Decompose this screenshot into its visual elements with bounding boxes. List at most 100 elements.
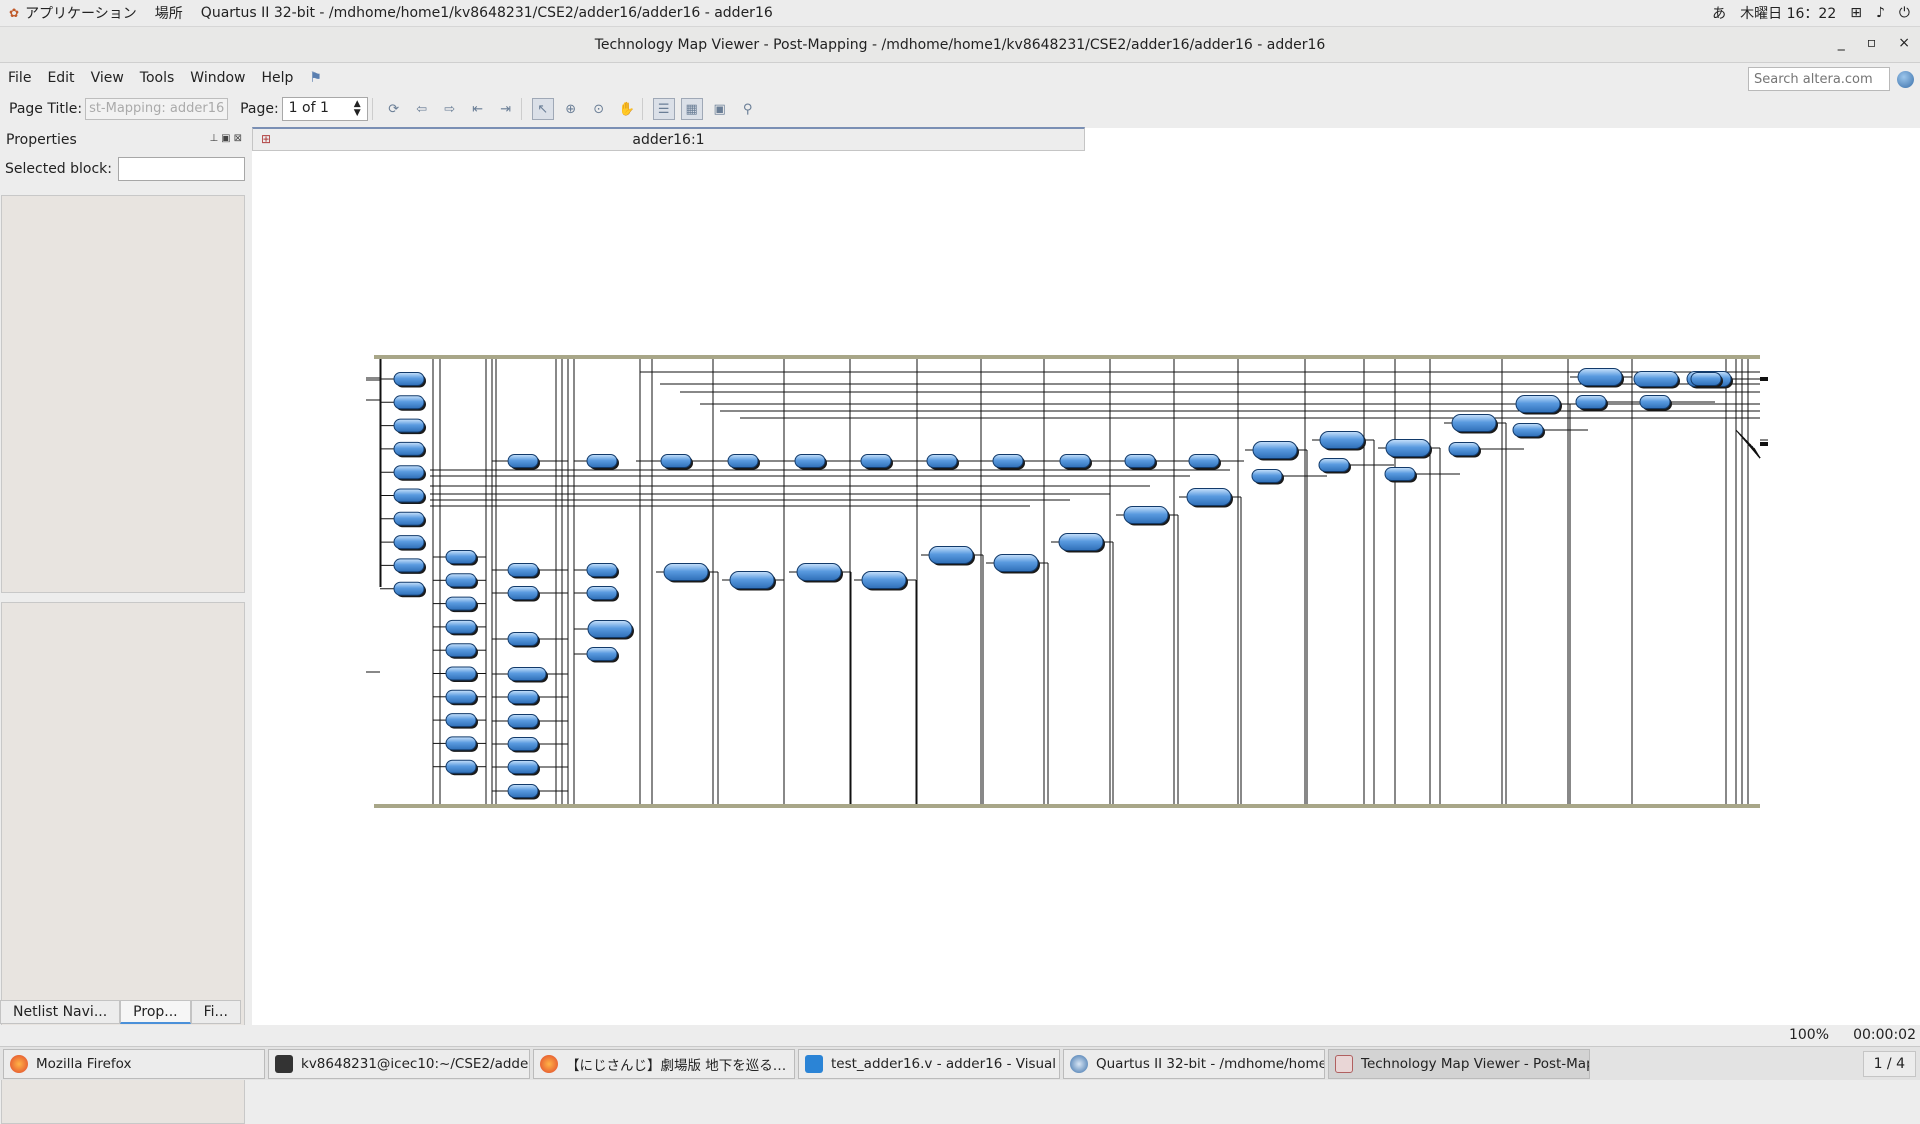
apps-menu[interactable]: ✿ アプリケーション [0,3,146,23]
task-vscode[interactable]: test_adder16.v - adder16 - Visual S… [798,1048,1060,1079]
selection-tool-icon[interactable]: ↖ [531,98,554,120]
logic-cell[interactable] [1512,423,1544,437]
logic-cell[interactable] [1451,414,1497,432]
logic-cell[interactable] [926,454,958,468]
logic-cell[interactable] [507,667,547,681]
logic-cell[interactable] [1575,395,1607,409]
page-spinner[interactable]: 1 of 1 ▲▼ [281,97,368,121]
logic-cell[interactable] [1385,439,1431,457]
logic-cell[interactable] [1690,372,1722,386]
logic-cell[interactable] [660,454,692,468]
logic-cell[interactable] [445,736,477,751]
logic-cell[interactable] [1384,467,1416,481]
logic-cell[interactable] [507,690,539,704]
tab-netlist-navigator[interactable]: Netlist Navi... [0,1000,121,1024]
logic-cell[interactable] [445,689,477,704]
menu-tools[interactable]: Tools [139,70,175,86]
search-input[interactable] [1748,67,1890,91]
logic-cell[interactable] [445,666,477,681]
logic-cell[interactable] [445,573,477,588]
logic-cell[interactable] [507,632,539,646]
selected-block-field[interactable] [118,157,246,181]
task-technology-map-viewer[interactable]: Technology Map Viewer - Post-Map… [1328,1048,1590,1079]
logic-cell[interactable] [586,563,618,577]
places-menu[interactable]: 場所 [154,6,183,22]
logic-cell[interactable] [1639,395,1671,409]
logic-cell[interactable] [861,571,907,589]
workspace-pager[interactable]: 1 / 4 [1862,1050,1916,1077]
export-icon[interactable]: ▣ [713,101,726,117]
task-quartus[interactable]: Quartus II 32-bit - /mdhome/home… [1063,1048,1325,1079]
task-firefox[interactable]: Mozilla Firefox [3,1048,265,1079]
close-button[interactable]: × [1898,35,1910,51]
refresh-icon[interactable]: ⟳ [388,101,400,117]
menu-file[interactable]: File [8,70,32,86]
globe-icon[interactable] [1897,71,1914,88]
logic-cell[interactable] [794,454,826,468]
logic-cell[interactable] [445,759,477,774]
find-icon[interactable]: ⚲ [742,101,753,117]
logic-cell[interactable] [1319,431,1365,449]
logic-cell[interactable] [393,581,425,596]
logic-cell[interactable] [928,546,974,564]
logic-cell[interactable] [729,571,775,589]
page-title-field[interactable]: st-Mapping: adder16 [85,98,229,120]
clock[interactable]: 木曜日 16：22 [1740,6,1837,22]
logic-cell[interactable] [393,441,425,456]
hierarchy-view-icon[interactable]: ▦ [680,98,703,120]
logic-cell[interactable] [796,563,842,581]
logic-cell[interactable] [860,454,892,468]
task-firefox-video[interactable]: 【にじさんじ】劇場版 地下を巡る… [533,1048,795,1079]
logic-cell[interactable] [393,558,425,573]
logic-cell[interactable] [507,454,539,468]
logic-cell[interactable] [1123,506,1169,524]
logic-cell[interactable] [1633,371,1679,387]
spinner-arrows-icon[interactable]: ▲▼ [353,99,361,118]
logic-cell[interactable] [445,619,477,634]
previous-page-icon[interactable]: ⇤ [472,101,484,117]
logic-cell[interactable] [393,418,425,433]
document-tab[interactable]: ⊞ adder16:1 [252,127,1085,151]
logic-cell[interactable] [445,596,477,611]
active-window-title[interactable]: Quartus II 32-bit - /mdhome/home1/kv8648… [200,5,773,21]
netlist-view-icon[interactable]: ☰ [652,98,675,120]
logic-cell[interactable] [393,488,425,503]
input-method-indicator[interactable]: あ [1712,6,1727,22]
forward-icon[interactable]: ⇨ [444,101,456,117]
maximize-button[interactable]: ▫ [1866,35,1877,51]
next-page-icon[interactable]: ⇥ [500,101,512,117]
logic-cell[interactable] [1059,454,1091,468]
logic-cell[interactable] [445,713,477,728]
tab-properties[interactable]: Prop... [120,1000,191,1024]
logic-cell[interactable] [1577,368,1623,386]
tab-find[interactable]: Fi... [190,1000,241,1024]
logic-cell[interactable] [393,395,425,410]
menu-edit[interactable]: Edit [47,70,75,86]
logic-cell[interactable] [587,620,633,638]
logic-cell[interactable] [507,784,539,798]
logic-cell[interactable] [663,563,709,581]
help-context-icon[interactable]: ⚑ [309,70,322,86]
pin-icon[interactable]: ⊥ [209,133,219,144]
logic-cell[interactable] [507,760,539,774]
logic-cell[interactable] [1318,458,1350,472]
logic-cell[interactable] [393,372,425,386]
logic-cell[interactable] [507,563,539,577]
back-icon[interactable]: ⇦ [416,101,428,117]
logic-cell[interactable] [1251,469,1283,483]
logic-cell[interactable] [586,586,618,600]
technology-map-schematic[interactable] [252,128,1920,1025]
float-icon[interactable]: ▣ [221,133,231,144]
zoom-fit-icon[interactable]: ⊙ [593,101,605,117]
menu-view[interactable]: View [90,70,124,86]
logic-cell[interactable] [1252,441,1298,459]
logic-cell[interactable] [992,454,1024,468]
logic-cell[interactable] [445,550,477,564]
logic-cell[interactable] [507,737,539,751]
logic-cell[interactable] [1188,454,1220,468]
minimize-button[interactable]: _ [1837,35,1845,51]
menu-help[interactable]: Help [261,70,294,86]
logic-cell[interactable] [507,714,539,728]
logic-cell[interactable] [393,535,425,550]
volume-icon[interactable]: ♪ [1875,5,1885,21]
